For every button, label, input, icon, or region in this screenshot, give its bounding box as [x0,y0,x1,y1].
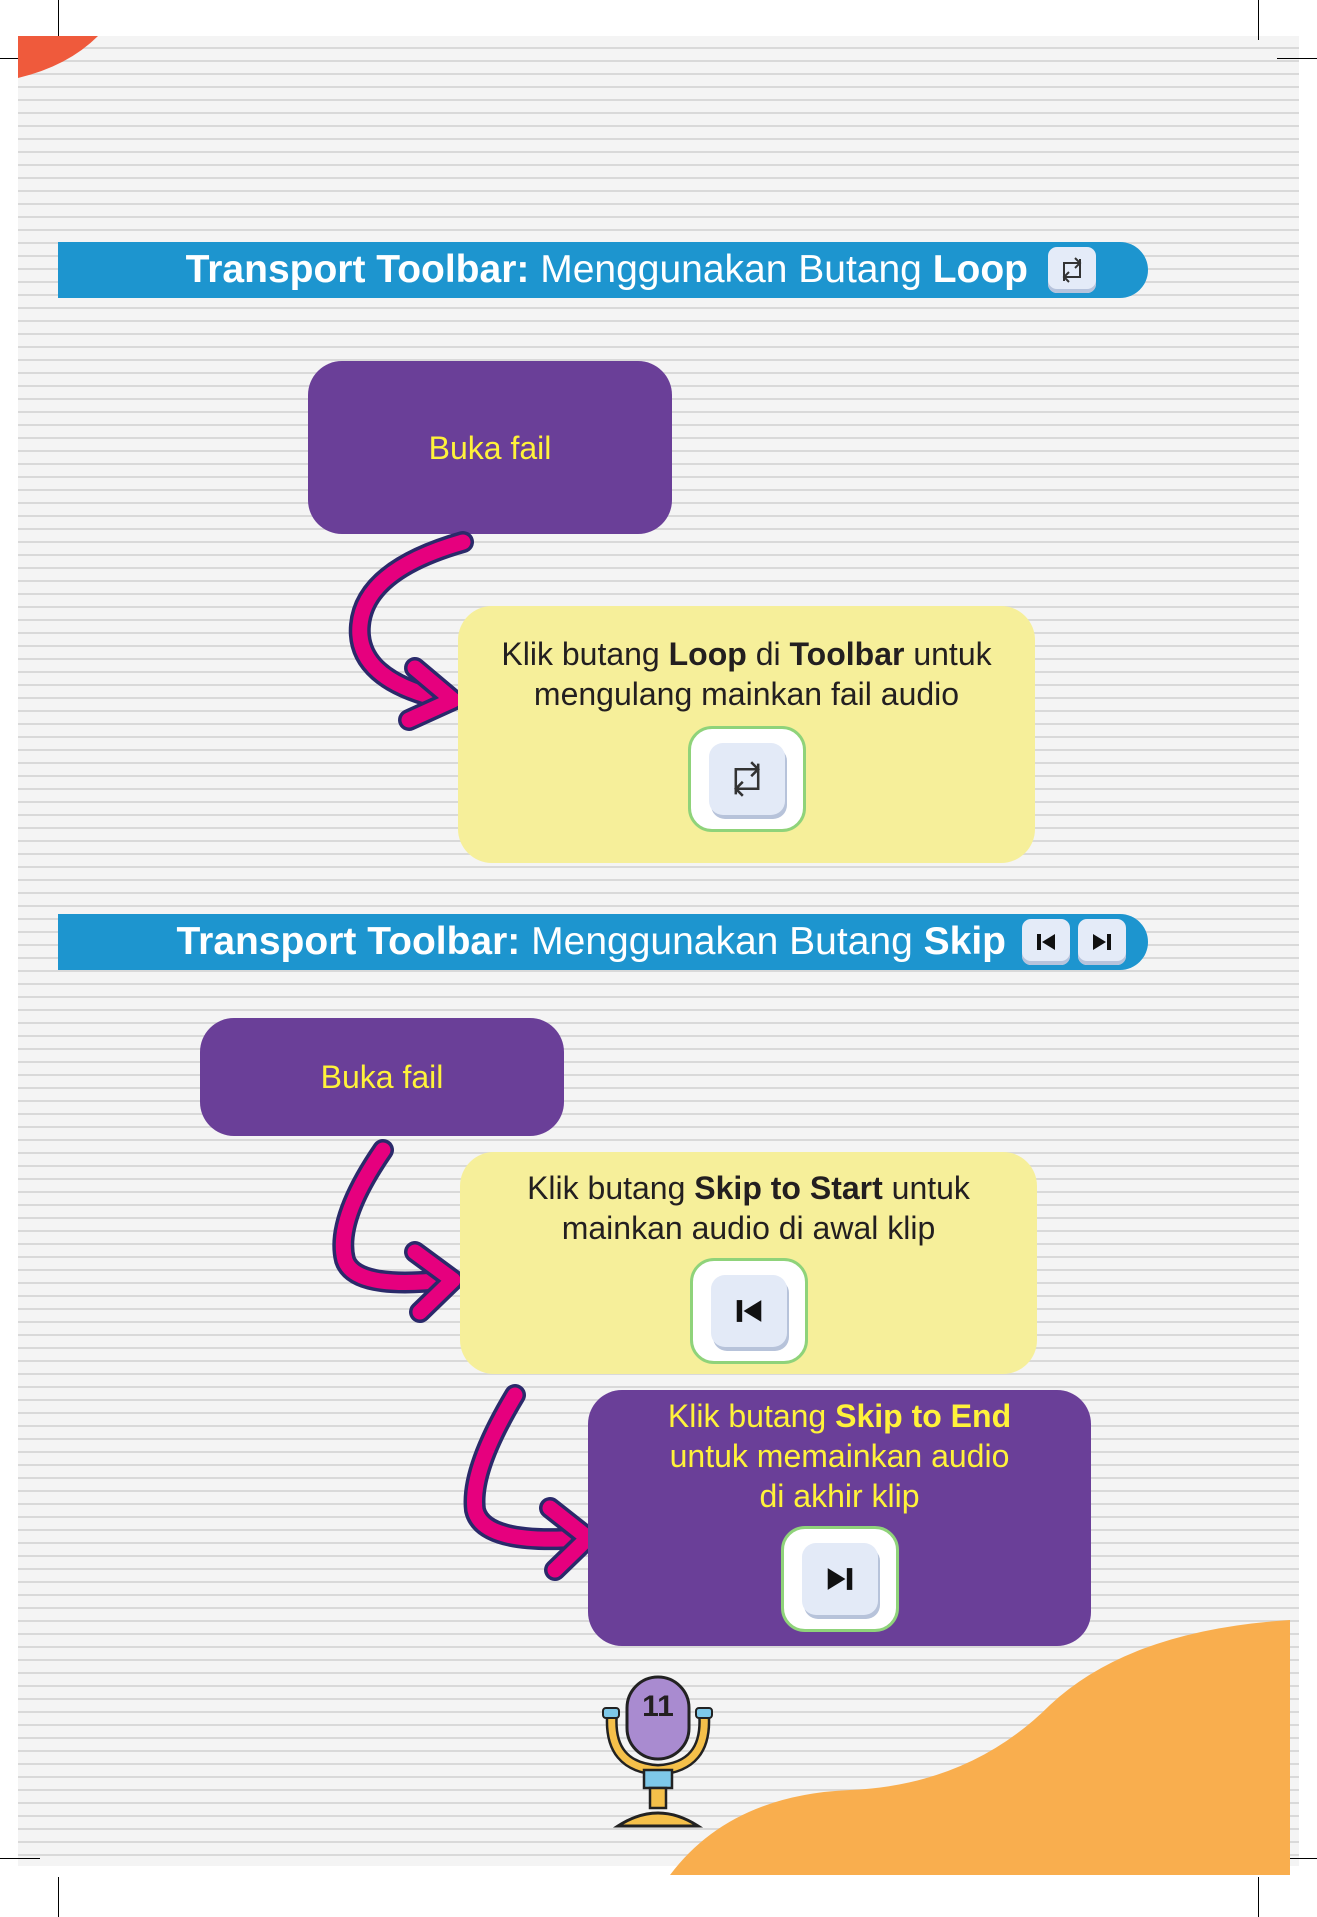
step-click-skip-to-end: Klik butang Skip to End untuk memainkan … [588,1390,1091,1646]
flow-arrow [463,1384,599,1581]
page-number: 11 [642,1690,674,1723]
header-title-text: Menggunakan Butang [540,248,922,291]
header-title-bold: Transport Toolbar: [185,248,530,291]
header-title-bold: Transport Toolbar: [176,920,521,963]
text-segment: mainkan audio di awal klip [561,1210,936,1246]
step-open-file: Buka fail [308,361,672,534]
microphone-icon [602,1675,713,1828]
step-click-skip-to-start: Klik butang Skip to Start untuk mainkan … [460,1152,1037,1374]
text-segment: di akhir klip [759,1478,920,1514]
loop-icon [1048,247,1096,293]
flow-arrow [332,1139,464,1323]
skip-section-header: Transport Toolbar: Menggunakan Butang Sk… [58,914,1148,970]
flow-arrow [348,531,474,731]
text-segment: untuk [891,1170,970,1206]
crop-mark [1258,0,1259,40]
step-open-file-label: Buka fail [320,1059,444,1095]
crop-mark [1277,1858,1317,1859]
corner-decoration [18,36,98,78]
text-segment: mengulang mainkan fail audio [533,676,960,712]
text-keyword: Skip to Start [694,1170,883,1206]
crop-mark [0,1858,40,1859]
skip-to-start-icon [710,1275,787,1347]
skip-to-start-icon [1022,919,1070,965]
skip-to-end-button-frame [780,1526,899,1632]
text-segment: Klik butang [667,1398,827,1434]
text-segment: untuk [913,636,992,672]
text-keyword: Loop [668,636,747,672]
crop-mark [58,1877,59,1917]
text-segment: Klik butang [527,1170,686,1206]
step-click-loop-text: Klik butang Loop di Toolbar untuk mengul… [501,634,991,714]
loop-section-header: Transport Toolbar: Menggunakan Butang Lo… [58,242,1148,298]
step-open-file-label: Buka fail [428,429,552,466]
crop-mark [1277,58,1317,59]
skip-to-start-button-frame [689,1258,808,1364]
header-title-keyword: Loop [932,248,1028,291]
text-segment: untuk memainkan audio [669,1438,1010,1474]
step-click-skip-to-start-text: Klik butang Skip to Start untuk mainkan … [527,1168,970,1248]
loop-icon [708,743,785,815]
crop-mark [1258,1877,1259,1917]
header-title-keyword: Skip [923,920,1006,963]
text-keyword: Toolbar [789,636,905,672]
step-click-loop: Klik butang Loop di Toolbar untuk mengul… [458,606,1035,863]
crop-mark [58,0,59,40]
page-number-microphone: 11 [600,1672,720,1837]
text-segment: di [755,636,781,672]
text-keyword: Skip to End [835,1398,1012,1434]
orange-wave-decoration [670,1620,1290,1875]
text-segment: Klik butang [501,636,660,672]
loop-button-frame [687,726,806,832]
skip-to-end-icon [1078,919,1126,965]
step-click-skip-to-end-text: Klik butang Skip to End untuk memainkan … [668,1396,1011,1516]
step-open-file: Buka fail [200,1018,564,1136]
header-title-text: Menggunakan Butang [531,920,913,963]
skip-to-end-icon [801,1543,878,1615]
